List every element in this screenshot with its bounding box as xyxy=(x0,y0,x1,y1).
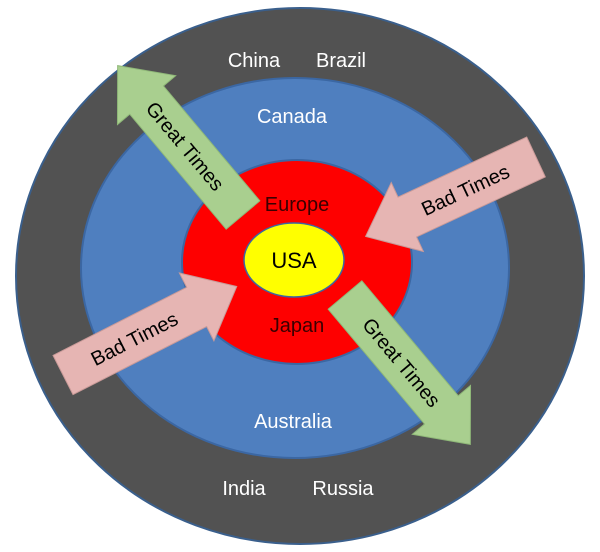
label-india: India xyxy=(222,478,266,500)
label-brazil: Brazil xyxy=(316,50,366,72)
label-japan: Japan xyxy=(270,315,325,337)
usa-core xyxy=(243,222,345,298)
arrow-shape xyxy=(116,65,261,230)
arrow-shape xyxy=(364,136,546,253)
label-australia: Australia xyxy=(254,411,333,433)
arrow-shape xyxy=(327,280,472,445)
label-europe: Europe xyxy=(265,194,330,216)
arrow-shape xyxy=(52,272,238,396)
label-canada: Canada xyxy=(257,106,328,128)
arrow-bad-times-left: Bad Times xyxy=(52,272,238,396)
label-china: China xyxy=(228,50,281,72)
label-russia: Russia xyxy=(312,478,374,500)
label-usa: USA xyxy=(271,248,317,273)
